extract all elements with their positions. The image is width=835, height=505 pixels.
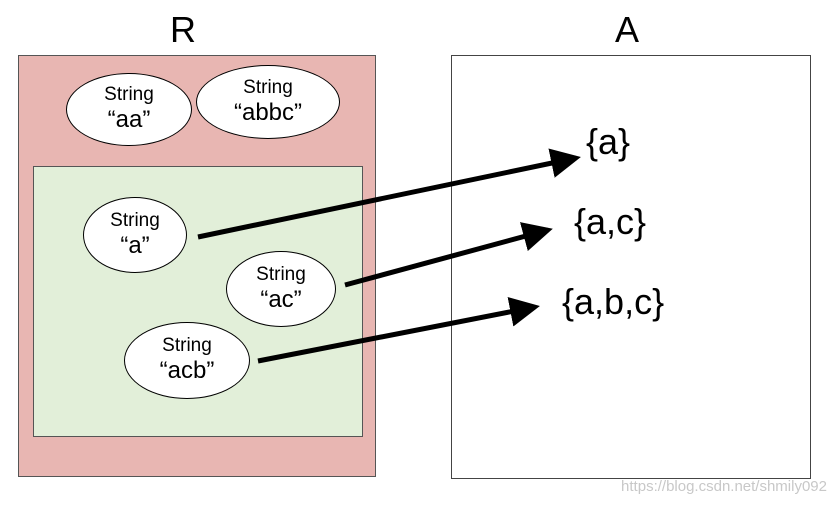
node-type-label: String xyxy=(162,335,212,357)
string-node-abbc: String “abbc” xyxy=(196,65,340,139)
node-value: “a” xyxy=(120,231,150,259)
string-node-aa: String “aa” xyxy=(66,73,192,146)
node-value: “ac” xyxy=(260,285,302,313)
string-node-ac: String “ac” xyxy=(226,251,336,327)
node-type-label: String xyxy=(243,76,293,98)
set-a-label: A xyxy=(614,9,640,50)
set-element-ac: {a,c} xyxy=(574,201,647,242)
set-r-label: R xyxy=(170,9,196,50)
node-type-label: String xyxy=(104,84,154,106)
set-a-box xyxy=(451,55,811,479)
string-node-a: String “a” xyxy=(83,197,187,273)
arrow-acb-to-set-abc xyxy=(257,297,540,364)
node-value: “abbc” xyxy=(233,98,303,126)
set-element-a: {a} xyxy=(586,121,631,162)
arrow-ac-to-set-ac xyxy=(344,222,553,288)
watermark: https://blog.csdn.net/shmily092 xyxy=(621,478,827,495)
set-element-abc: {a,b,c} xyxy=(562,281,665,322)
node-value: “aa” xyxy=(107,106,151,134)
node-value: “acb” xyxy=(159,357,215,385)
string-node-acb: String “acb” xyxy=(124,322,250,399)
node-type-label: String xyxy=(110,209,160,231)
node-type-label: String xyxy=(256,263,306,285)
arrow-a-to-set-a xyxy=(197,148,581,240)
